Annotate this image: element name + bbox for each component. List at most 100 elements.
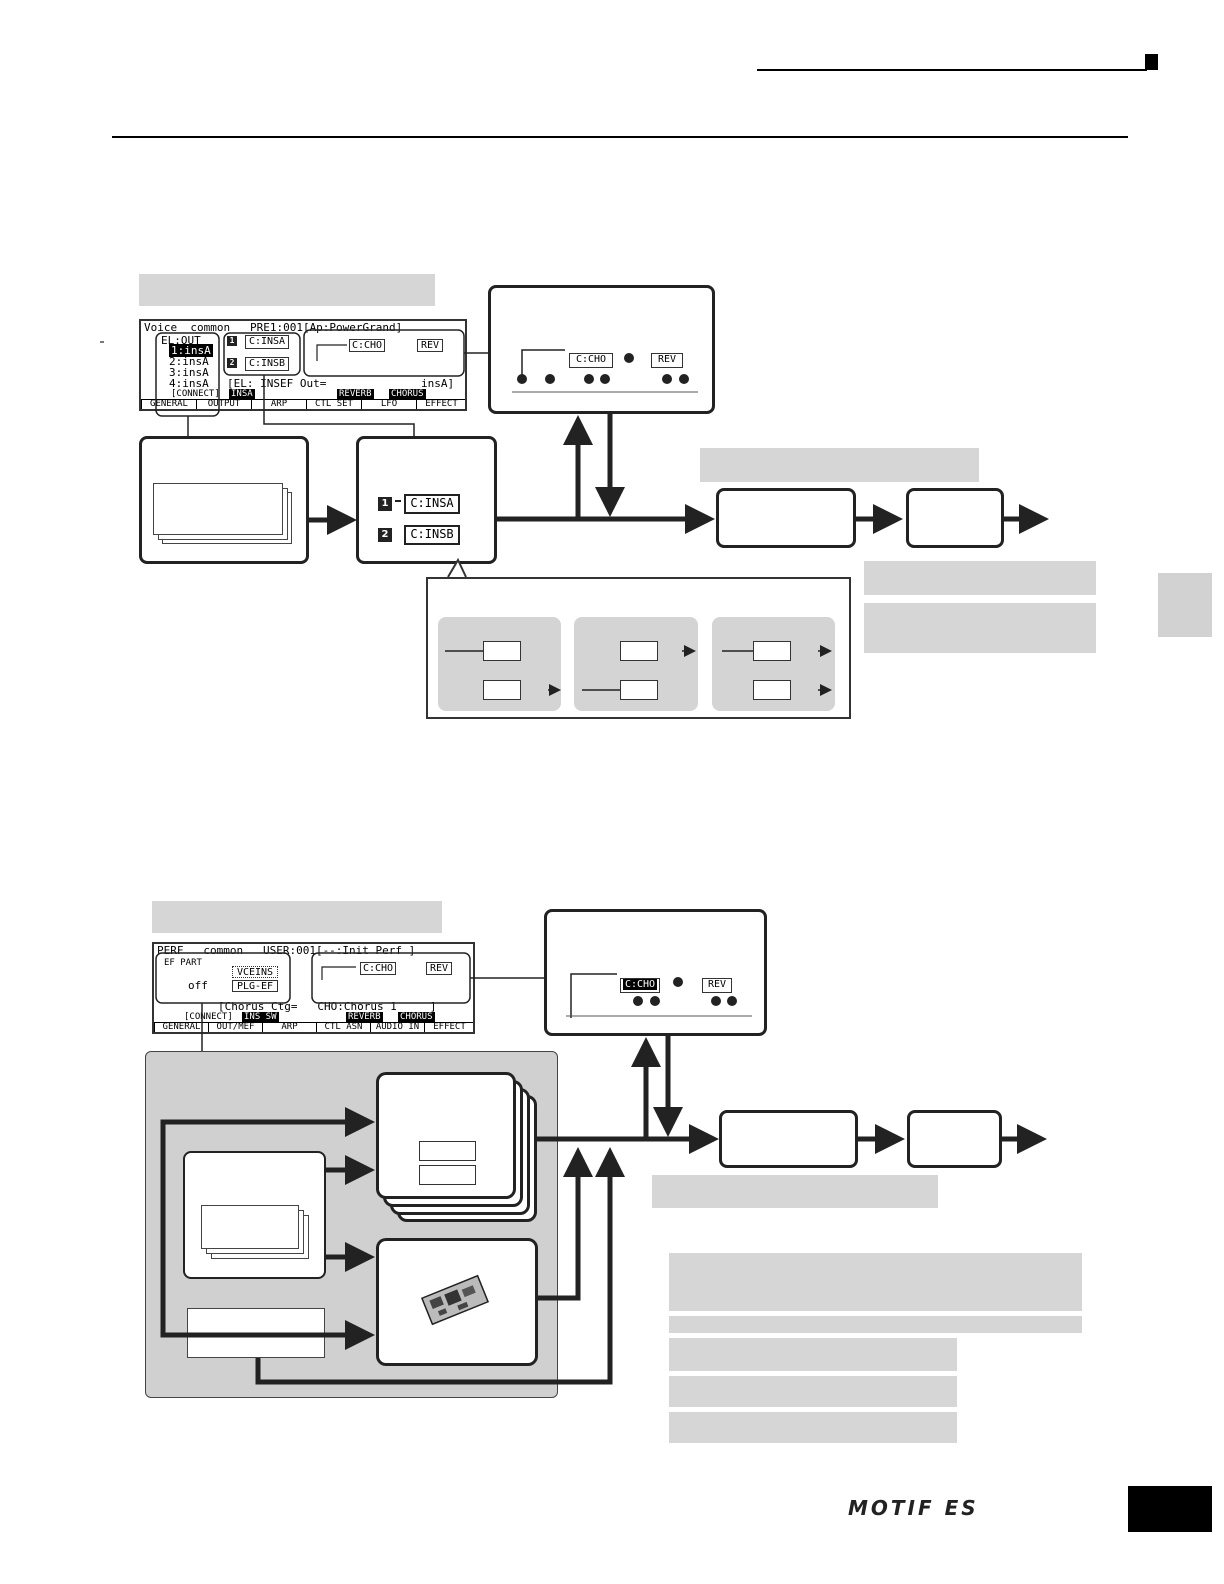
label-bar-performance-screen bbox=[152, 901, 442, 933]
lcd1-sys-route bbox=[316, 344, 347, 361]
lcd2-ef-part: EF PART bbox=[164, 958, 202, 968]
lcd-insef-value: insA] bbox=[421, 377, 455, 390]
zoom2-cho-block: C:CHO bbox=[620, 978, 660, 993]
lcd-cho-block: C:CHO bbox=[349, 339, 385, 352]
lcd-insa-block: C:INSA bbox=[245, 335, 289, 349]
tab-lfo[interactable]: LFO bbox=[361, 400, 416, 409]
zoom2-knob-3 bbox=[673, 977, 683, 987]
tab2-out-mef[interactable]: OUT/MEF bbox=[208, 1023, 262, 1032]
lcd-softkey-reverb[interactable]: REVERB bbox=[337, 389, 374, 400]
master-eq-block-1 bbox=[716, 488, 856, 548]
zoom2-rev-block: REV bbox=[702, 978, 732, 993]
conn-b-block-top bbox=[620, 641, 658, 661]
tab2-audio-in[interactable]: AUDIO IN bbox=[370, 1023, 424, 1032]
header-rule-short bbox=[757, 69, 1147, 71]
lcd-el-out-label: EL:OUT bbox=[161, 334, 201, 347]
lcd2-softkey-reverb[interactable]: REVERB bbox=[346, 1012, 383, 1023]
callout-line-insertion bbox=[263, 375, 415, 436]
insertion-insb-block: C:INSB bbox=[404, 525, 460, 545]
zoom1-route bbox=[521, 349, 565, 376]
lcd2-tab-strip: GENERAL OUT/MEF ARP CTL ASN AUDIO IN EFF… bbox=[154, 1022, 473, 1032]
flow-panel-loop bbox=[160, 1119, 360, 1338]
lcd-row-2: 2:insA bbox=[169, 355, 209, 368]
conn-a-block-bot bbox=[483, 680, 521, 700]
zoom2-knob-2 bbox=[650, 996, 660, 1006]
tab2-effect[interactable]: EFFECT bbox=[424, 1023, 473, 1032]
master-eq-block-2 bbox=[719, 1110, 858, 1168]
label-bar-note-4 bbox=[669, 1316, 1082, 1333]
lcd2-rev-block: REV bbox=[426, 962, 452, 975]
lcd1-callout-outline-ins bbox=[223, 332, 301, 376]
lcd-row-3: 3:insA bbox=[169, 366, 209, 379]
element-card-1 bbox=[153, 483, 283, 535]
page-number-box bbox=[1128, 1486, 1212, 1532]
tab2-general[interactable]: GENERAL bbox=[154, 1023, 208, 1032]
zoom2-knob-1 bbox=[633, 996, 643, 1006]
flow-plugin-out bbox=[538, 1147, 593, 1301]
lcd2-softkey-chorus[interactable]: CHORUS bbox=[398, 1012, 435, 1023]
conn-c-block-bot bbox=[753, 680, 791, 700]
lcd2-title-line: PERF common USER:001[--:Init Perf ] bbox=[157, 944, 416, 957]
conn-c-block-top bbox=[753, 641, 791, 661]
insertion-marker-2: 2 bbox=[378, 528, 392, 542]
label-bar-note-2 bbox=[864, 603, 1096, 653]
lcd-tab-strip: GENERAL OUTPUT ARP CTL SET LFO EFFECT bbox=[141, 399, 465, 409]
lcd-marker-1: 1 bbox=[227, 336, 237, 346]
conn-a-block-top bbox=[483, 641, 521, 661]
tab2-arp[interactable]: ARP bbox=[262, 1023, 316, 1032]
zoom1-knob-4 bbox=[600, 374, 610, 384]
conn-b-block-bot bbox=[620, 680, 658, 700]
lcd-marker-2: 2 bbox=[227, 358, 237, 368]
lcd-title-line: Voice common PRE1:001[Ap:PowerGrand] bbox=[144, 321, 403, 334]
output-block-1 bbox=[906, 488, 1004, 548]
performance-system-effect-zoom-box: C:CHO REV bbox=[544, 909, 767, 1036]
zoom1-knob-1 bbox=[517, 374, 527, 384]
part-card-1 bbox=[376, 1072, 516, 1199]
lcd2-connect: [CONNECT] bbox=[184, 1012, 233, 1022]
label-bar-voice-screen bbox=[139, 274, 435, 306]
lcd2-sys-route bbox=[321, 966, 356, 980]
lcd-insb-block: C:INSB bbox=[245, 357, 289, 371]
flow-audio-out bbox=[255, 1147, 625, 1385]
lcd2-callout-outline-ef bbox=[155, 952, 291, 1004]
lcd-insef-out: [EL: INSEF Out= bbox=[227, 377, 327, 390]
lcd2-plgef: PLG-EF bbox=[232, 980, 278, 992]
lcd2-softkey-ins-sw[interactable]: INS SW bbox=[242, 1012, 279, 1023]
lcd2-callout-outline-sys bbox=[311, 952, 471, 1004]
label-bar-note-3 bbox=[669, 1253, 1082, 1311]
zoom1-knob-2 bbox=[545, 374, 555, 384]
label-bar-note-5 bbox=[669, 1338, 957, 1371]
tab-arp[interactable]: ARP bbox=[251, 400, 306, 409]
lcd-softkey-chorus[interactable]: CHORUS bbox=[389, 389, 426, 400]
performance-effect-lcd: PERF common USER:001[--:Init Perf ] EF P… bbox=[152, 942, 475, 1034]
chapter-tab bbox=[1158, 573, 1212, 637]
tab-ctl-set[interactable]: CTL SET bbox=[306, 400, 361, 409]
header-marker bbox=[1145, 54, 1158, 70]
zoom1-knob-6 bbox=[662, 374, 672, 384]
lcd1-callout-outline-el bbox=[155, 332, 220, 417]
label-bar-system-effect-2 bbox=[652, 1175, 938, 1208]
voice-effect-lcd: Voice common PRE1:001[Ap:PowerGrand] EL:… bbox=[139, 319, 467, 411]
zoom1-knob-3 bbox=[584, 374, 594, 384]
part-insertion-b bbox=[419, 1165, 476, 1185]
section-rule bbox=[112, 136, 1128, 138]
zoom-rev-block: REV bbox=[651, 353, 683, 368]
lcd-row-4: 4:insA bbox=[169, 377, 209, 390]
tab-general[interactable]: GENERAL bbox=[141, 400, 196, 409]
tab-output[interactable]: OUTPUT bbox=[196, 400, 251, 409]
label-bar-note-1 bbox=[864, 561, 1096, 595]
output-block-2 bbox=[907, 1110, 1002, 1168]
tab2-ctl-asn[interactable]: CTL ASN bbox=[316, 1023, 370, 1032]
lcd-row-1: 1:insA bbox=[169, 344, 213, 357]
motif-es-logo: MOTIF ES bbox=[848, 1496, 979, 1520]
tab-effect[interactable]: EFFECT bbox=[416, 400, 465, 409]
zoom1-knob-7 bbox=[679, 374, 689, 384]
element2-card-1 bbox=[201, 1205, 299, 1249]
lcd-softkey-insa[interactable]: INSA bbox=[229, 389, 255, 400]
part-insertion-a bbox=[419, 1141, 476, 1161]
label-bar-system-effect bbox=[700, 448, 979, 482]
plugin-board-box bbox=[376, 1238, 538, 1366]
lcd2-cho-block: C:CHO bbox=[360, 962, 396, 975]
lcd2-off: off bbox=[188, 979, 208, 992]
